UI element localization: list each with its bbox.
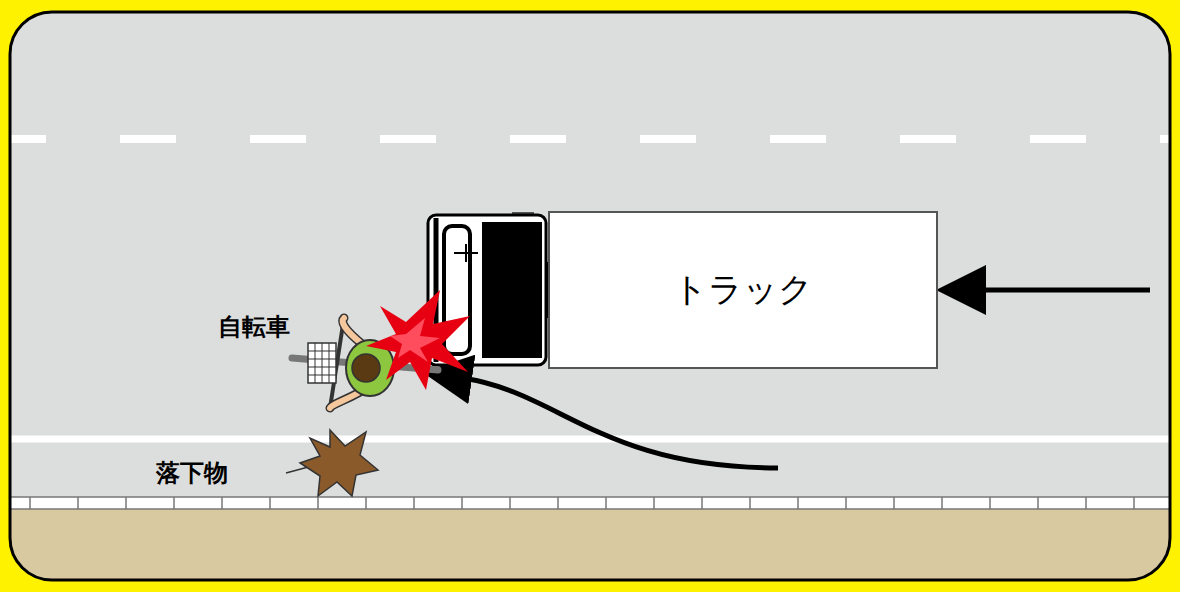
falling-object xyxy=(300,430,378,496)
bicycle-path-arrow xyxy=(462,378,778,468)
road xyxy=(10,12,1170,500)
curb xyxy=(10,497,1170,509)
node-label: トラック xyxy=(673,267,813,313)
curb-ticks xyxy=(30,497,1134,509)
edge-line xyxy=(10,436,1170,443)
part-label: 落下物 xyxy=(156,457,228,489)
frame xyxy=(10,12,1170,580)
sidewalk xyxy=(10,508,1170,580)
collision-burst xyxy=(366,290,470,390)
direction-arrow xyxy=(976,288,1150,293)
part-label: 自転車 xyxy=(218,311,290,343)
center-dashed-line xyxy=(10,135,1170,143)
truck-box: トラック xyxy=(548,211,938,369)
truck-cab xyxy=(428,212,552,366)
collision-burst-core xyxy=(390,318,440,362)
